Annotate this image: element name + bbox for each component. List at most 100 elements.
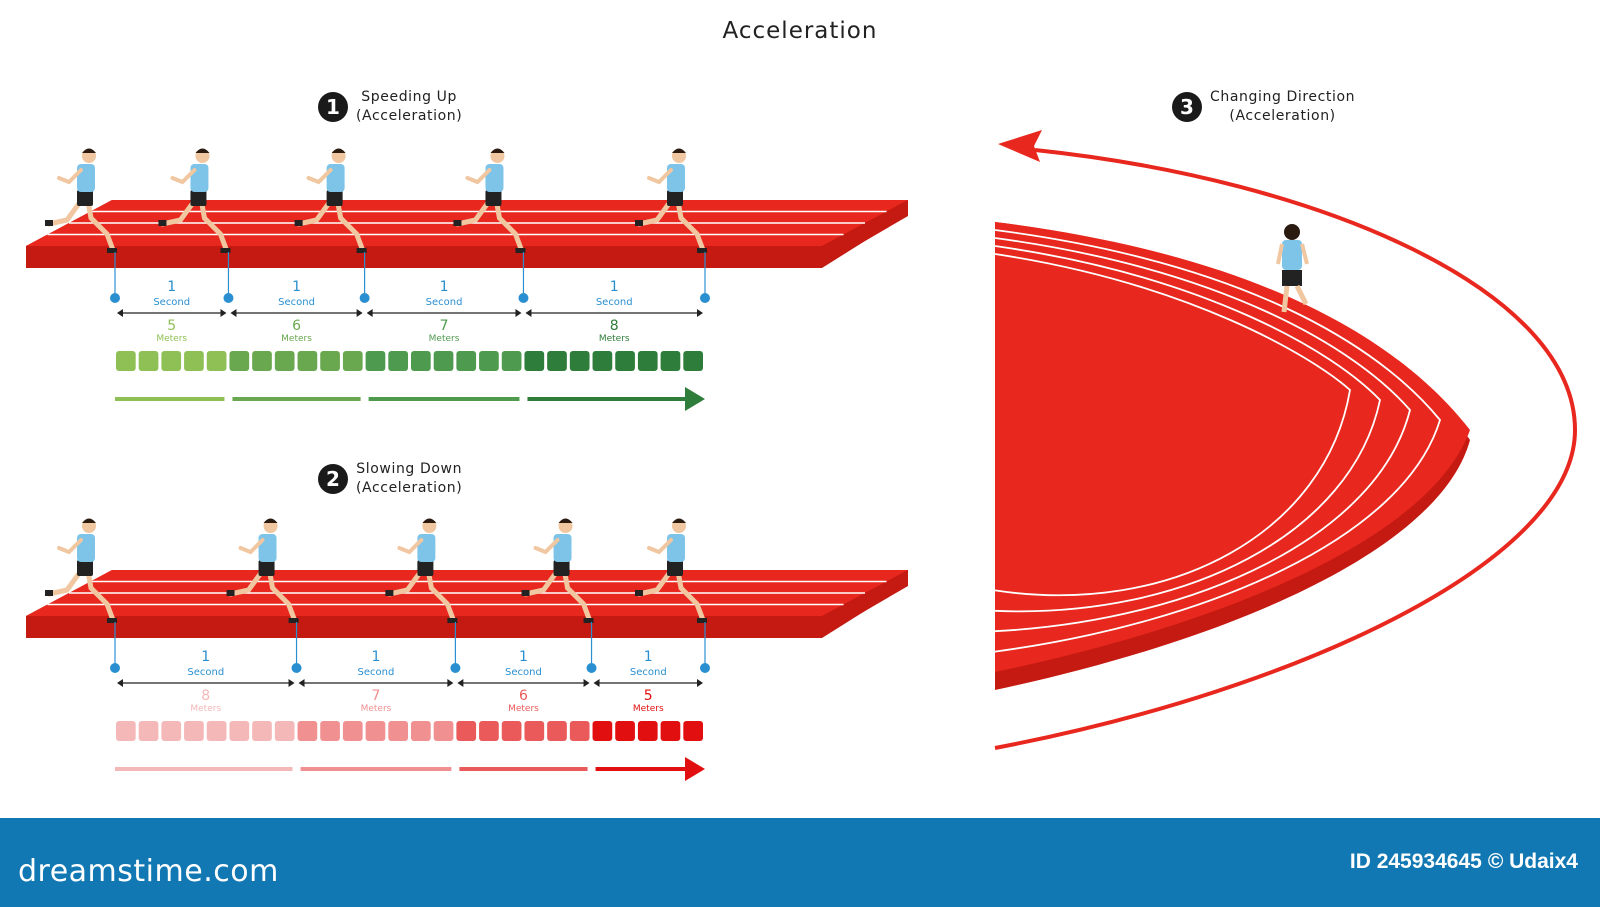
runner-front-leg	[424, 563, 456, 623]
distance-block	[637, 721, 658, 741]
section-1-subtitle: (Acceleration)	[356, 108, 463, 124]
curved-lane-line	[994, 253, 1351, 597]
runner-front-leg	[561, 563, 593, 623]
distance-block	[569, 721, 590, 741]
interval-arrowhead	[583, 679, 590, 687]
distance-block	[547, 721, 567, 741]
interval-distance-value: 7	[372, 688, 381, 704]
runner-hair	[82, 148, 96, 153]
interval-arrowhead	[515, 309, 522, 317]
interval-arrowhead	[697, 679, 703, 687]
distance-block	[501, 721, 522, 741]
distance-block	[116, 721, 136, 741]
section-1-heading: 1 Speeding Up (Acceleration)	[318, 88, 462, 126]
section-3-subtitle: (Acceleration)	[1229, 108, 1336, 124]
distance-block	[660, 721, 681, 741]
distance-block	[411, 721, 431, 741]
interval-time-value: 1	[292, 279, 301, 295]
interval-distance-value: 8	[201, 688, 210, 704]
interval-distance-unit: Meters	[599, 334, 630, 344]
distance-block	[252, 351, 272, 371]
runner-shirt	[667, 164, 685, 192]
runner-shoe	[515, 248, 526, 253]
runner-shoe	[107, 618, 117, 623]
runner-1-2	[158, 148, 231, 253]
interval-time-unit: Second	[278, 297, 315, 308]
distance-block	[456, 721, 477, 741]
interval-distance-value: 6	[292, 318, 301, 334]
runner-arm	[533, 538, 560, 555]
distance-block	[592, 721, 613, 741]
runner-arm	[306, 168, 333, 185]
distance-block	[501, 351, 522, 371]
acceleration-diagram: 1Second5Meters1Second6Meters1Second7Mete…	[26, 130, 1578, 781]
distance-block	[569, 351, 590, 371]
runner-shirt	[258, 534, 277, 562]
curved-track-surface	[995, 222, 1470, 672]
interval-time-unit: Second	[505, 667, 542, 678]
distance-block	[116, 351, 136, 371]
runner-2-2	[226, 518, 299, 623]
interval-arrowhead	[457, 679, 464, 687]
distance-block	[433, 721, 454, 741]
runner-shirt	[553, 534, 572, 562]
runner-shirt	[190, 164, 209, 192]
interval-arrowhead	[366, 309, 373, 317]
interval-distance-value: 7	[440, 318, 449, 334]
section-1-number: 1	[318, 92, 348, 122]
speed-arrowhead	[685, 387, 705, 411]
interval-time-unit: Second	[358, 667, 395, 678]
runner-hair	[422, 518, 437, 523]
time-marker-dot	[359, 293, 370, 303]
interval-distance-unit: Meters	[508, 704, 539, 714]
distance-block	[592, 351, 613, 371]
distance-block	[320, 721, 340, 741]
interval-distance-value: 8	[610, 318, 619, 334]
distance-block	[161, 351, 182, 371]
runner-head	[1284, 224, 1300, 240]
section-3-number: 3	[1172, 92, 1202, 122]
runner-arm	[647, 168, 673, 185]
runner-1-4	[453, 148, 526, 253]
time-marker-dot	[700, 293, 710, 303]
runner-arm	[397, 538, 424, 555]
distance-block	[479, 721, 499, 741]
section-2-title: Slowing Down	[356, 461, 463, 477]
distance-block	[683, 721, 703, 741]
section-3-heading: 3 Changing Direction (Acceleration)	[1172, 88, 1355, 126]
interval-arrowhead	[447, 679, 454, 687]
runner-shoe	[385, 590, 394, 596]
time-marker-dot	[110, 663, 120, 673]
direction-arrowhead	[998, 130, 1042, 162]
runner-shoe	[294, 220, 303, 226]
interval-arrowhead	[117, 309, 123, 317]
interval-time-value: 1	[519, 649, 528, 665]
runner-shorts	[667, 190, 683, 206]
runner-shorts	[190, 190, 207, 206]
runner-hair	[558, 518, 573, 523]
runner-shoe	[697, 618, 707, 623]
runner-shirt	[1282, 240, 1302, 270]
runner-shorts	[417, 560, 434, 576]
runner-hair	[82, 518, 96, 523]
interval-arrowhead	[593, 679, 600, 687]
runner-shorts	[1282, 270, 1302, 286]
distance-block	[479, 351, 499, 371]
distance-block	[365, 721, 386, 741]
runner-shoe	[288, 618, 299, 623]
interval-time-unit: Second	[153, 297, 190, 308]
section-3-title: Changing Direction	[1210, 89, 1356, 105]
runner-curve	[1276, 224, 1309, 313]
distance-block	[229, 721, 250, 741]
interval-arrowhead	[220, 309, 227, 317]
runner-leg	[1294, 284, 1309, 306]
interval-distance-value: 6	[519, 688, 528, 704]
runner-2-1	[45, 518, 117, 623]
runner-shirt	[326, 164, 345, 192]
interval-arrowhead	[117, 679, 123, 687]
runner-front-leg	[334, 193, 366, 253]
time-marker-dot	[110, 293, 120, 303]
runner-shoe	[453, 220, 462, 226]
runner-shoe	[447, 618, 458, 623]
copyright-text: © Udaix4	[1487, 850, 1578, 873]
